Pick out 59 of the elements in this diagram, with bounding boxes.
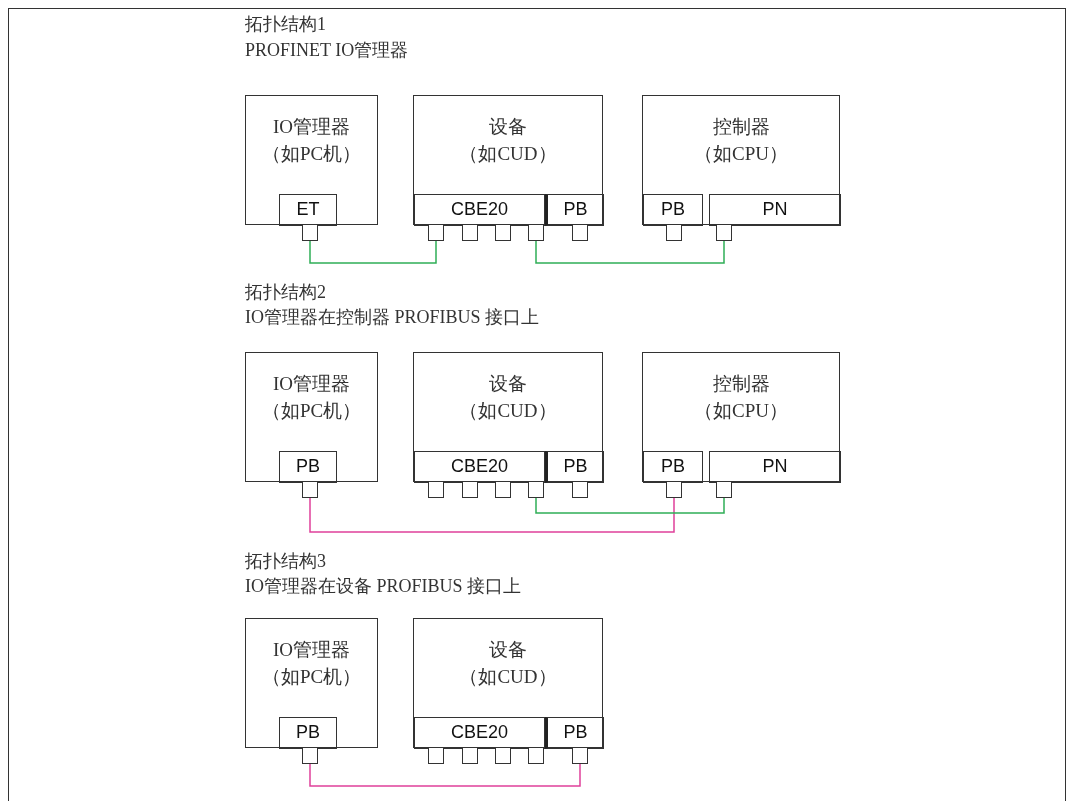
port-connector [528, 224, 544, 241]
port-connector [462, 747, 478, 764]
section-subtitle: IO管理器在设备 PROFIBUS 接口上 [245, 575, 522, 598]
device-box [642, 352, 840, 482]
device-name: 控制器 [711, 372, 771, 396]
device-example: （如CUD） [458, 142, 558, 166]
device-name: 设备 [488, 115, 528, 139]
section-subtitle: PROFINET IO管理器 [245, 39, 409, 62]
port-connector [572, 747, 588, 764]
device-box [413, 352, 603, 482]
device-name: 设备 [488, 638, 528, 662]
device-name: IO管理器 [271, 638, 352, 662]
port-connector [495, 481, 511, 498]
port-connector [495, 747, 511, 764]
network-cable [309, 497, 675, 533]
port-connector [666, 224, 682, 241]
port-connector [302, 747, 318, 764]
port-connector [528, 747, 544, 764]
port-connector [666, 481, 682, 498]
section-heading: 拓扑结构3 [245, 550, 326, 573]
interface-box: PN [709, 451, 841, 483]
port-connector [428, 747, 444, 764]
device-box [245, 95, 378, 225]
device-box [642, 95, 840, 225]
device-name: IO管理器 [271, 115, 352, 139]
device-example: （如PC机） [260, 142, 363, 166]
device-name: 控制器 [711, 115, 771, 139]
port-connector [528, 481, 544, 498]
port-connector [428, 481, 444, 498]
device-box [413, 95, 603, 225]
network-cable [309, 763, 581, 787]
device-name: IO管理器 [271, 372, 352, 396]
port-connector [462, 481, 478, 498]
interface-box: PN [709, 194, 841, 226]
device-box [413, 618, 603, 748]
device-example: （如CPU） [693, 142, 789, 166]
port-connector [428, 224, 444, 241]
network-cable [535, 240, 725, 264]
device-example: （如CPU） [693, 399, 789, 423]
network-cable [309, 240, 437, 264]
section-heading: 拓扑结构2 [245, 281, 326, 304]
section-heading: 拓扑结构1 [245, 13, 326, 36]
device-name: 设备 [488, 372, 528, 396]
port-connector [302, 224, 318, 241]
port-connector [495, 224, 511, 241]
network-cable [535, 497, 725, 514]
device-box [245, 618, 378, 748]
device-example: （如PC机） [260, 399, 363, 423]
device-example: （如CUD） [458, 665, 558, 689]
port-connector [302, 481, 318, 498]
port-connector [716, 224, 732, 241]
device-example: （如CUD） [458, 399, 558, 423]
port-connector [462, 224, 478, 241]
port-connector [716, 481, 732, 498]
device-example: （如PC机） [260, 665, 363, 689]
port-connector [572, 481, 588, 498]
port-connector [572, 224, 588, 241]
section-subtitle: IO管理器在控制器 PROFIBUS 接口上 [245, 306, 540, 329]
device-box [245, 352, 378, 482]
